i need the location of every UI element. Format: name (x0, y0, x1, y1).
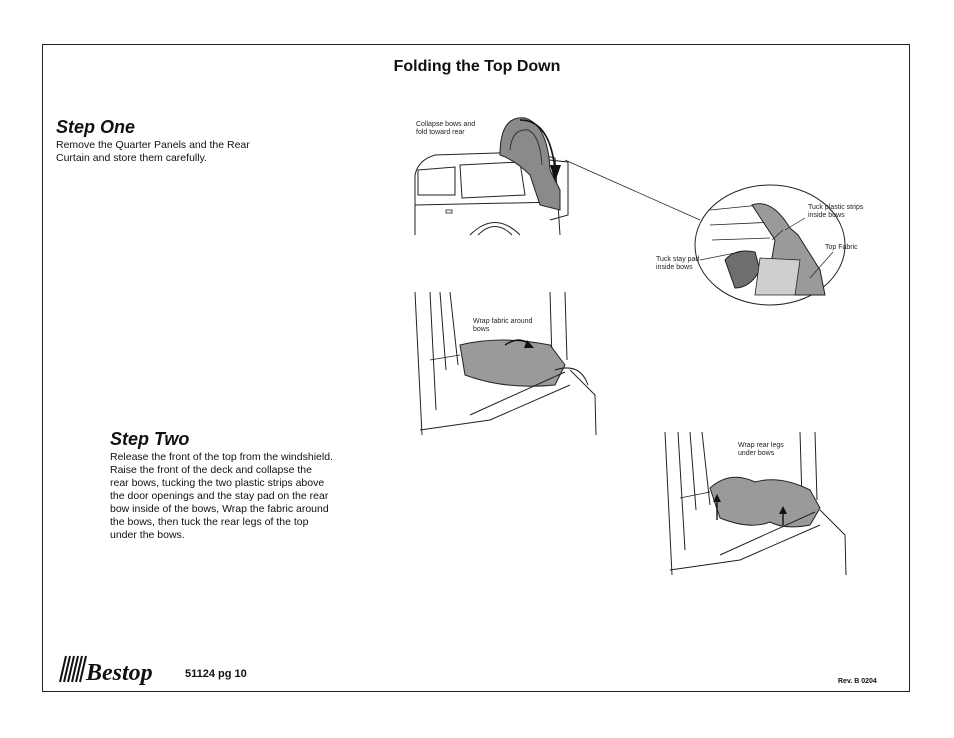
step-two-heading: Step Two (110, 429, 190, 449)
step-two-line: Release the front of the top from the wi… (110, 451, 333, 463)
step-one-line: Curtain and store them carefully. (56, 152, 207, 164)
page-reference: 51124 pg 10 (185, 668, 247, 680)
wrap-fabric-callout: Wrap fabric around bows (473, 318, 532, 334)
callout-line: Tuck plastic strips (808, 204, 864, 211)
step-one-text: Remove the Quarter Panels and the Rear C… (56, 139, 250, 165)
page-frame (42, 44, 910, 692)
callout-line: Wrap fabric around (473, 318, 533, 325)
tuck-pad-callout: Tuck stay pad inside bows (656, 256, 699, 272)
vehicle-collapse-illustration (414, 117, 846, 306)
step-two-line: bow inside of the bows, Wrap the fabric … (110, 503, 329, 515)
collapse-callout: Collapse bows and fold toward rear (416, 121, 475, 137)
wrap-fabric-illustration (414, 291, 597, 436)
step-two-line: rear bows, tucking the two plastic strip… (110, 477, 325, 489)
step-one-line: Remove the Quarter Panels and the Rear (56, 139, 250, 151)
wrap-legs-illustration (664, 431, 847, 576)
callout-line: fold toward rear (416, 129, 465, 136)
wrap-legs-callout: Wrap rear legs under bows (738, 442, 784, 458)
step-two-line: the bows, then tuck the rear legs of the… (110, 516, 309, 528)
top-fabric-callout: Top Fabric (825, 244, 858, 251)
callout-line: bows (473, 326, 490, 333)
step-two-line: the door openings and the stay pad on th… (110, 490, 329, 502)
tuck-strips-callout: Tuck plastic strips inside bows (808, 204, 863, 220)
callout-line: under bows (738, 450, 775, 457)
callout-line: Collapse bows and (416, 121, 476, 128)
revision-label: Rev. B 0204 (838, 678, 877, 685)
page-title: Folding the Top Down (393, 58, 561, 75)
bestop-logo: Bestop (59, 655, 153, 686)
step-two-text: Release the front of the top from the wi… (110, 451, 333, 542)
step-one-heading: Step One (56, 117, 136, 137)
callout-line: inside bows (808, 212, 845, 219)
callout-line: Tuck stay pad (656, 256, 700, 263)
step-two-line: Raise the front of the deck and collapse… (110, 464, 312, 476)
logo-wordmark: Bestop (85, 660, 153, 686)
callout-line: Wrap rear legs (738, 442, 784, 449)
step-two-line: under the bows. (110, 529, 185, 541)
callout-line: inside bows (656, 264, 693, 271)
